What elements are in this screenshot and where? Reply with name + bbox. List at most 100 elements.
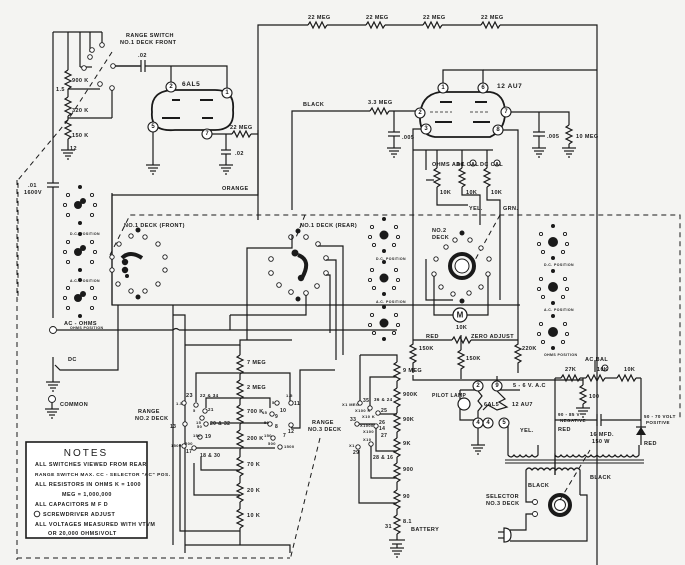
contact-label: 19 [205,434,211,440]
yel-heater-label: YEL. [520,428,534,434]
pin-label: 5 [502,420,506,426]
tube-6al5: 2 1 5 7 6AL5 .02 22 MEG [145,81,258,175]
ac-position-label: A.C. POSITION [70,279,100,283]
pin-label: 2 [169,84,173,90]
div-right-1: 900K [403,392,418,398]
ohms-position-right-label: OHMS POSITION [544,353,577,357]
r-900k-label: 900 K [72,78,89,84]
cap-005-right-label: .005 [547,134,559,140]
r-22meg-4-label: 22 MEG [481,15,504,21]
contact-label: 35 [363,398,369,404]
r-22meg-1-label: 22 MEG [308,15,331,21]
contact-label: 26 [379,420,385,426]
battery-node-label: 31 [385,524,392,530]
top-resistor-chain: 22 MEG 22 MEG 22 MEG 22 MEG [257,15,598,565]
orange-label: ORANGE [222,186,249,192]
range-switch-front: RANGE SWITCH NO.1 DECK FRONT 900 K 320 K… [17,31,176,300]
tube-6al5-label: 6AL5 [182,81,200,88]
black-label: BLACK [303,102,324,108]
contact-label: 33 [350,417,356,423]
pin-label: 9 [495,383,499,389]
div-left-2: 700 K [247,409,264,415]
contact-label: 8 [275,424,278,430]
node-1-5-label: 1.5 [56,87,65,93]
contact-label: 500 [185,441,193,446]
r-320k-label: 320 K [72,108,89,114]
div-left-6: 10 K [247,513,260,519]
ac-plug-icon [498,527,512,543]
contact-label: 36 & 24 [374,397,393,402]
ohms-position-label: OHMS POSITION [70,326,103,330]
contact-label: X1000 [360,423,374,428]
ac-position-right-label: A.C. POSITION [544,308,574,312]
pin-label: 3 [424,126,428,132]
pos-label-1: 50 - 70 VOLT [644,414,676,419]
pin-label: 8 [496,127,500,133]
r-10k-a-label: 10K [597,367,608,373]
cap-01-voltage-label: 1600V [24,190,42,196]
selector-switch-knob[interactable] [548,493,572,517]
pin-label: 1 [225,90,229,96]
notes-title: NOTES [64,448,108,459]
div-right-3: 9K [403,441,411,447]
contact-label: 5 [272,400,275,405]
switch-shaft-dashed [109,214,681,420]
pin-label: 4 [476,420,480,426]
contact-label: 150 [193,433,201,438]
pin-label: 2 [476,383,480,389]
contact-label: 23 [186,393,193,399]
grn-label: GRN. [503,206,518,212]
pin-label: 2 [418,110,422,116]
r-22meg-3-label: 22 MEG [423,15,446,21]
r-27k-label: 27K [565,367,576,373]
pin-label: 6 [481,85,485,91]
contact-label: 27 [381,433,387,439]
tube-12au7-label: 12 AU7 [497,83,522,90]
ac-ohms-jack[interactable] [49,326,57,334]
selector-label-2: NO.3 DECK [486,501,520,507]
ohms-adj-10k-label: 10K [440,190,451,196]
contact-label: 22 & 34 [200,393,219,398]
contact-label: 14 [379,426,385,432]
div-right-0: 9 MEG [403,368,422,374]
dc-position-right-label: D.C. POSITION [544,263,574,267]
pin-label: 5 [151,124,155,130]
shaft-link-2 [474,214,501,261]
cap-01: .01 1600V [24,31,68,318]
common-label: COMMON [60,402,88,408]
contact-label: 13 [170,424,176,430]
ac-cal-10k-label: 10K [466,190,477,196]
div-left-5: 20 K [247,488,260,494]
contact-label: 12 [288,429,294,435]
deck-1-rear-label: NO.1 DECK (REAR) [300,223,357,229]
contact-label: 29 [353,450,359,456]
cap-150w-label: 150 W [592,439,610,445]
yel-label: YEL. [469,206,483,212]
notes-line: MEG = 1,000,000 [62,492,112,498]
deck-1-front-label: NO.1 DECK (FRONT) [124,223,185,229]
dc-position-label: D.C. POSITION [70,232,100,236]
deck-1-front: NO.1 DECK (FRONT) [109,193,520,306]
zero-pot-10k-label: 10K [456,325,467,331]
deck-2-meter: NO.2 DECK M RED 10K ZERO ADJUST 150K 150… [408,228,583,381]
deck-1-rear: NO.1 DECK (REAR) [230,223,357,360]
heater-12au7-label: 12 AU7 [512,402,533,408]
contact-label: 50 [264,420,270,425]
r-22meg-2-label: 22 MEG [366,15,389,21]
contact-label: 18 & 30 [200,453,220,459]
div-left-1: 2 MEG [247,385,266,391]
contact-label: 21 [208,407,214,412]
ac-position-mid-label: A.C. POSITION [376,300,406,304]
notes-line: ALL SWITCHES VIEWED FROM REAR [35,462,147,468]
div-left-0: 7 MEG [247,360,266,366]
contact-label: X100 K [355,408,371,413]
common-jack[interactable] [48,395,56,403]
black-label-left: BLACK [528,483,549,489]
r-22meg-6al5-label: 22 MEG [230,125,253,131]
ac-5-6v-label: 5 - 6 V. A.C [513,383,546,389]
dc-cal-label: DC CAL [480,162,503,168]
notes-line: RANGE SWITCH MAX. CC - SELECTOR "AC" POS… [35,472,171,478]
r-100-label: 100 [589,394,599,400]
deck-2-label-2: DECK [432,235,449,241]
contact-label: 10 [280,408,286,414]
